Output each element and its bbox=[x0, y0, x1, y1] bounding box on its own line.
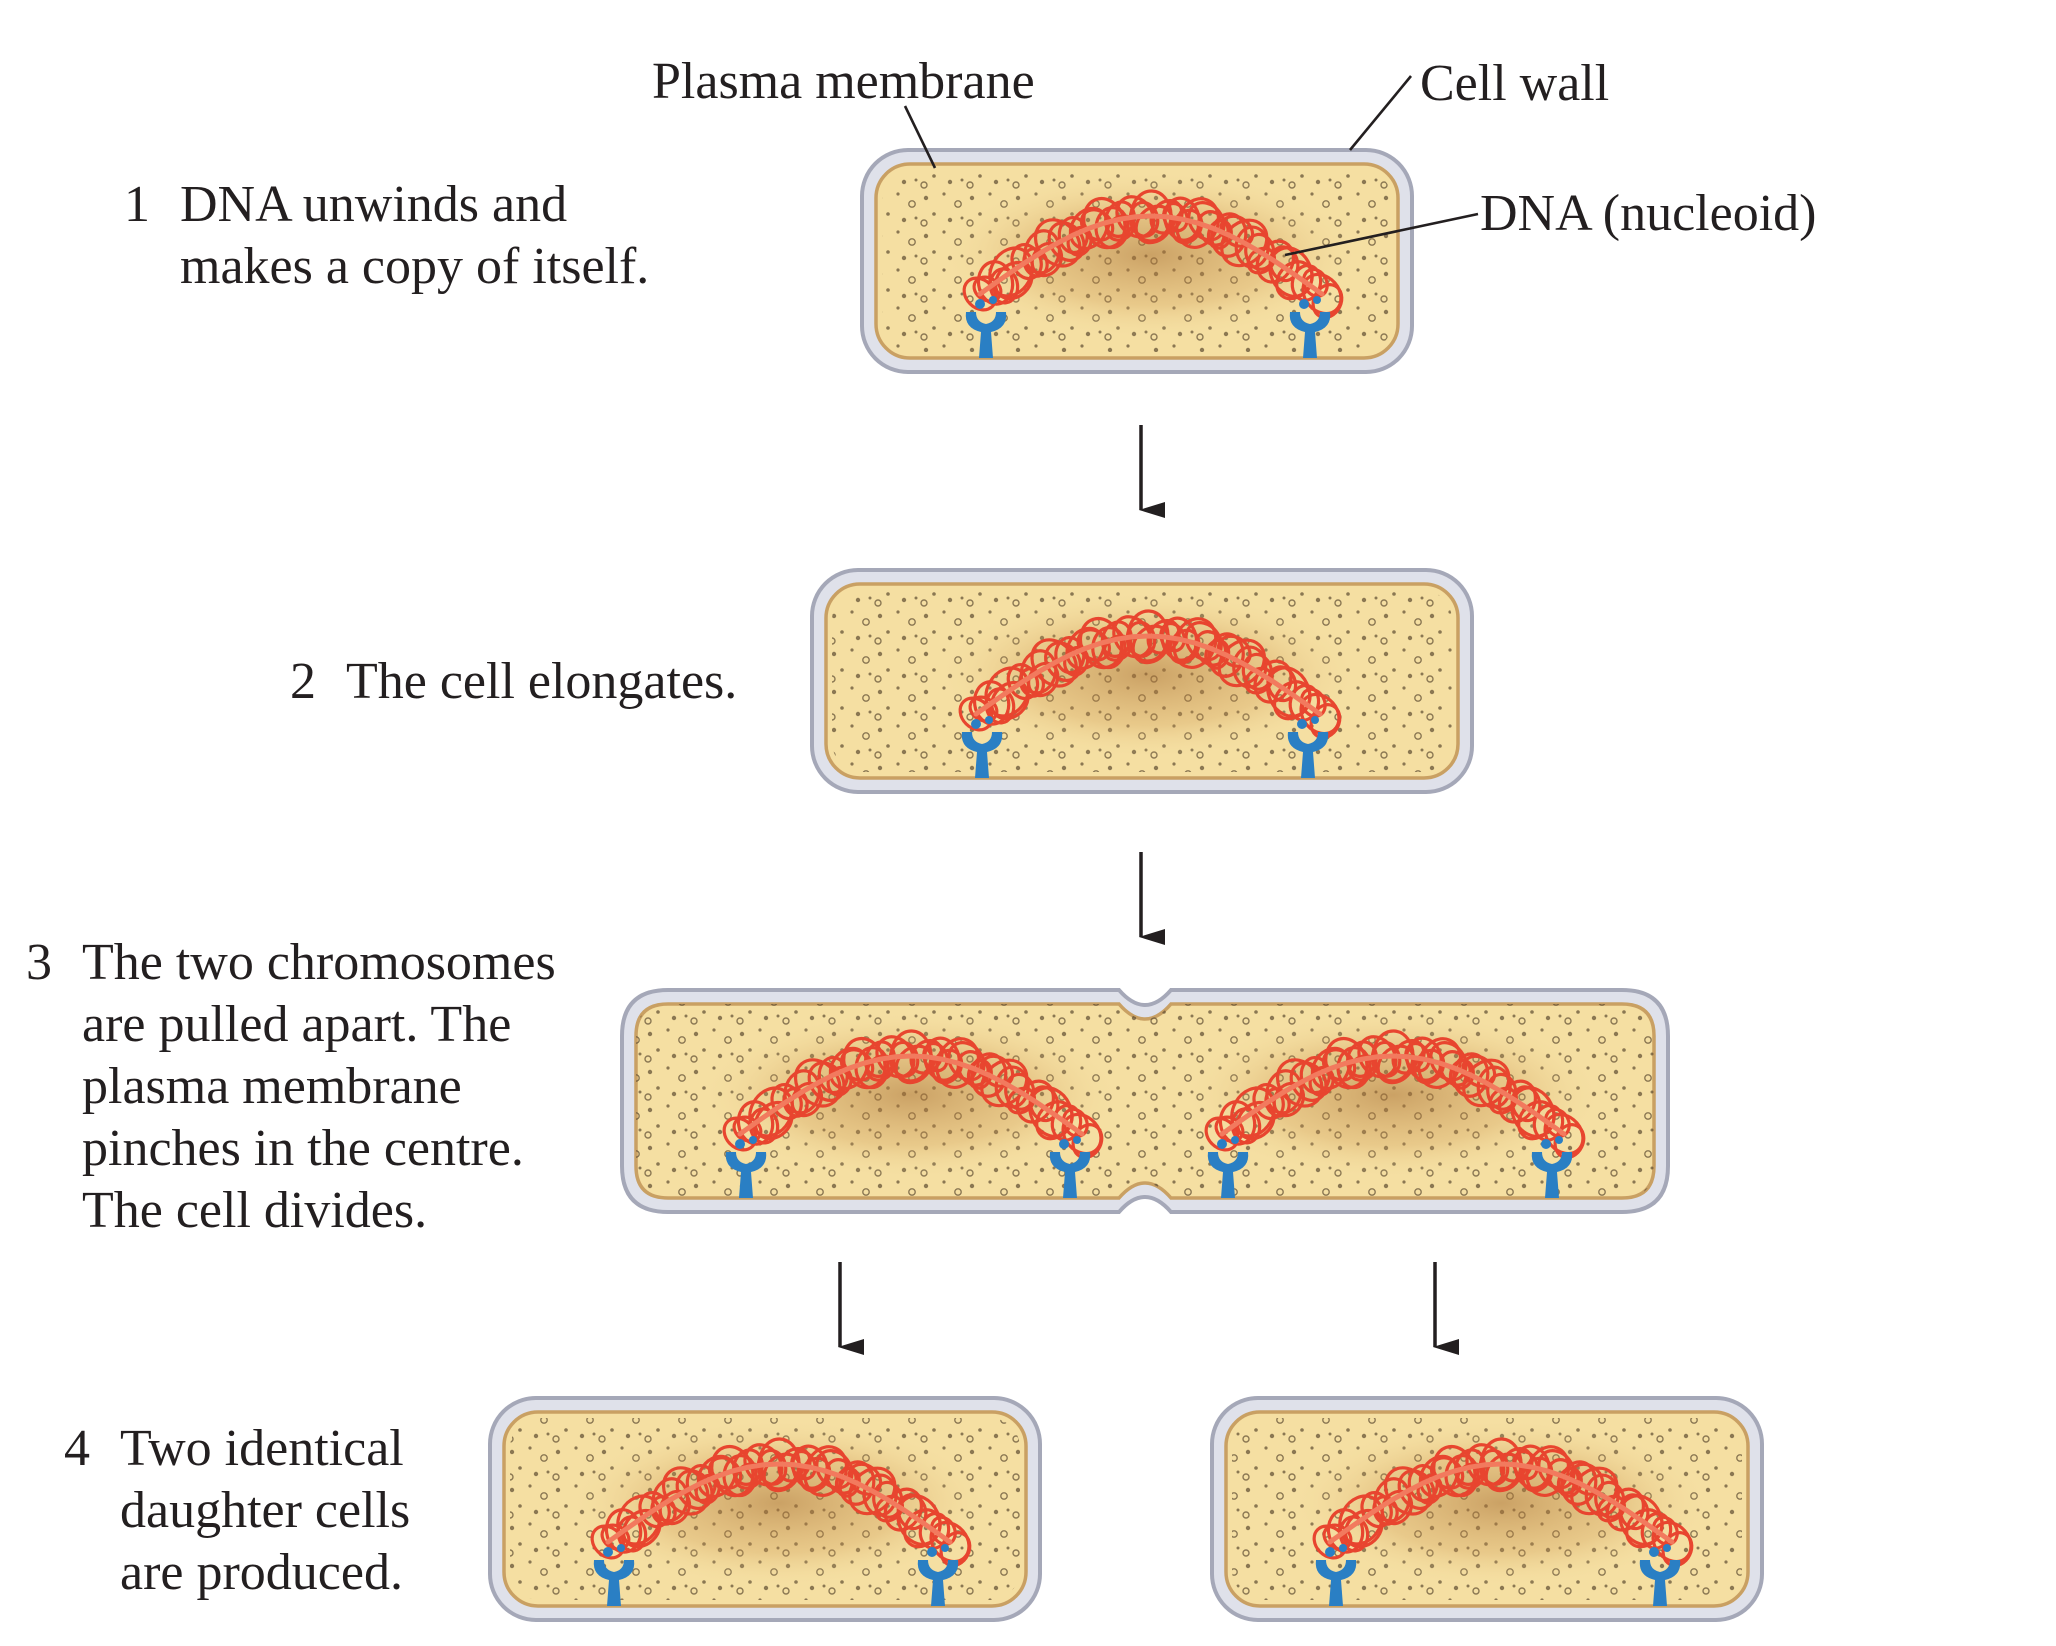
cell-step-3-anchor-3 bbox=[1207, 1136, 1249, 1198]
process-arrows bbox=[838, 425, 1459, 1355]
cell-step-2-dna-glow bbox=[936, 591, 1360, 759]
cell-step-1-anchor-right-dot2 bbox=[1313, 296, 1321, 304]
cell-step-1-dna-glow bbox=[940, 171, 1362, 339]
step-4-text: Two identical daughter cells are produce… bbox=[120, 1420, 411, 1601]
step-2-text: The cell elongates. bbox=[346, 653, 738, 710]
cell-step-1-anchor-left-dot bbox=[975, 299, 985, 309]
cell-step-3-anchor-1-dot bbox=[735, 1139, 745, 1149]
cell-step-4-left-anchor-left bbox=[593, 1544, 635, 1606]
cell-step-2-anchor-left bbox=[961, 716, 1003, 778]
step-3-text: The two chromosomes are pulled apart. Th… bbox=[82, 934, 556, 1239]
step-1-text: DNA unwinds and makes a copy of itself. bbox=[180, 176, 650, 295]
cell-step-3-anchor-1-shape bbox=[725, 1152, 767, 1198]
cell-step-4-right-anchor-left-shape bbox=[1315, 1560, 1357, 1606]
cell-step-4-left-anchor-left-dot2 bbox=[617, 1544, 625, 1552]
cell-step-4-left-anchor-left-dot bbox=[603, 1547, 613, 1557]
cell-step-2-anchor-right-dot2 bbox=[1311, 716, 1319, 724]
cell-step-1-anchor-left bbox=[965, 296, 1007, 358]
step-3-number: 3 bbox=[26, 934, 52, 991]
cell-step-1-anchor-right-dot bbox=[1299, 299, 1309, 309]
cell-step-4-right-anchor-right-dot2 bbox=[1663, 1544, 1671, 1552]
cell-step-3-dna-right-coil bbox=[1204, 1029, 1586, 1160]
dna-leader bbox=[1284, 212, 1479, 257]
cell-step-1 bbox=[860, 148, 1414, 374]
cell-step-4-right-anchor-left-dot bbox=[1325, 1547, 1335, 1557]
cell-step-3 bbox=[620, 988, 1670, 1214]
cell-step-3-anchor-2-dot bbox=[1059, 1139, 1069, 1149]
step-4-number: 4 bbox=[64, 1420, 90, 1477]
cell-step-2 bbox=[810, 568, 1474, 794]
cell-step-3-dna-right-strand bbox=[1219, 1053, 1567, 1137]
cell-step-2-anchor-right-shape bbox=[1287, 732, 1329, 778]
cell-wall-leader bbox=[1348, 75, 1413, 151]
cell-step-4-right-dna bbox=[1290, 1419, 1712, 1587]
step-4-caption: 4 Two identical daughter cells are produ… bbox=[64, 1418, 410, 1604]
cell-step-4-right-anchor-right-dot bbox=[1649, 1547, 1659, 1557]
cell-step-4-right-anchor-left-dot2 bbox=[1339, 1544, 1347, 1552]
cell-step-4-left bbox=[488, 1396, 1042, 1622]
step-3-caption: 3 The two chromosomes are pulled apart. … bbox=[26, 932, 556, 1242]
cell-step-3-dna-right bbox=[1182, 1011, 1604, 1179]
cell-step-4-left-anchor-left-shape bbox=[593, 1560, 635, 1606]
cell-step-3-anchor-2 bbox=[1049, 1136, 1091, 1198]
cell-step-4-left-anchor-right-shape bbox=[917, 1560, 959, 1606]
step-2-number: 2 bbox=[290, 653, 316, 710]
cell-step-3-anchor-4-dot2 bbox=[1555, 1136, 1563, 1144]
cell-step-4-right-dna-strand bbox=[1327, 1461, 1675, 1545]
cell-step-1-dna-strand bbox=[977, 213, 1325, 297]
dna-label: DNA (nucleoid) bbox=[1480, 185, 1816, 242]
cell-step-3-anchor-3-dot2 bbox=[1231, 1136, 1239, 1144]
cell-step-2-anchor-left-dot bbox=[971, 719, 981, 729]
cell-step-2-dna bbox=[936, 591, 1360, 759]
cell-step-1-anchor-left-shape bbox=[965, 312, 1007, 358]
cell-step-3-dna-left bbox=[700, 1011, 1122, 1179]
leader-lines bbox=[903, 75, 1479, 257]
cell-step-4-left-anchor-right-dot2 bbox=[941, 1544, 949, 1552]
step-2-caption: 2 The cell elongates. bbox=[290, 651, 737, 713]
cell-step-4-left-anchor-right bbox=[917, 1544, 959, 1606]
cell-step-4-right-anchor-right-shape bbox=[1639, 1560, 1681, 1606]
plasma-membrane-label: Plasma membrane bbox=[652, 53, 1035, 110]
cell-wall-label: Cell wall bbox=[1420, 55, 1609, 112]
cell-step-3-dna-right-glow bbox=[1182, 1011, 1604, 1179]
plasma-membrane-leader bbox=[903, 105, 937, 169]
cell-step-4-right-dna-coil bbox=[1312, 1437, 1694, 1568]
cell-step-3-dna-left-glow bbox=[700, 1011, 1122, 1179]
cell-step-4-right-dna-glow bbox=[1290, 1419, 1712, 1587]
cell-step-3-anchor-4-shape bbox=[1531, 1152, 1573, 1198]
cell-step-4-right bbox=[1210, 1396, 1764, 1622]
cell-step-3-anchor-4 bbox=[1531, 1136, 1573, 1198]
cell-step-2-anchor-right-dot bbox=[1297, 719, 1307, 729]
cell-step-1-anchor-right bbox=[1289, 296, 1331, 358]
cell-step-3-anchor-3-dot bbox=[1217, 1139, 1227, 1149]
cell-step-2-anchor-left-shape bbox=[961, 732, 1003, 778]
cell-step-4-right-anchor-right bbox=[1639, 1544, 1681, 1606]
cell-step-3-anchor-1 bbox=[725, 1136, 767, 1198]
cell-step-4-left-dna-glow bbox=[568, 1419, 990, 1587]
cell-step-1-anchor-right-shape bbox=[1289, 312, 1331, 358]
cell-step-1-dna bbox=[940, 171, 1362, 339]
cell-step-4-left-dna-strand bbox=[605, 1461, 953, 1545]
cell-step-3-anchor-2-shape bbox=[1049, 1152, 1091, 1198]
cell-step-3-anchor-3-shape bbox=[1207, 1152, 1249, 1198]
cell-step-2-dna-strand bbox=[973, 633, 1323, 717]
cell-step-2-anchor-right bbox=[1287, 716, 1329, 778]
cell-step-1-anchor-left-dot2 bbox=[989, 296, 997, 304]
step-1-caption: 1 DNA unwinds and makes a copy of itself… bbox=[124, 174, 649, 298]
step-1-number: 1 bbox=[124, 176, 150, 233]
cell-step-4-left-anchor-right-dot bbox=[927, 1547, 937, 1557]
cell-step-4-right-anchor-left bbox=[1315, 1544, 1357, 1606]
cell-step-3-dna-left-strand bbox=[737, 1053, 1085, 1137]
cell-step-3-anchor-4-dot bbox=[1541, 1139, 1551, 1149]
cell-step-2-anchor-left-dot2 bbox=[985, 716, 993, 724]
cell-step-3-anchor-1-dot2 bbox=[749, 1136, 757, 1144]
cell-step-3-anchor-2-dot2 bbox=[1073, 1136, 1081, 1144]
cell-step-4-left-dna bbox=[568, 1419, 990, 1587]
